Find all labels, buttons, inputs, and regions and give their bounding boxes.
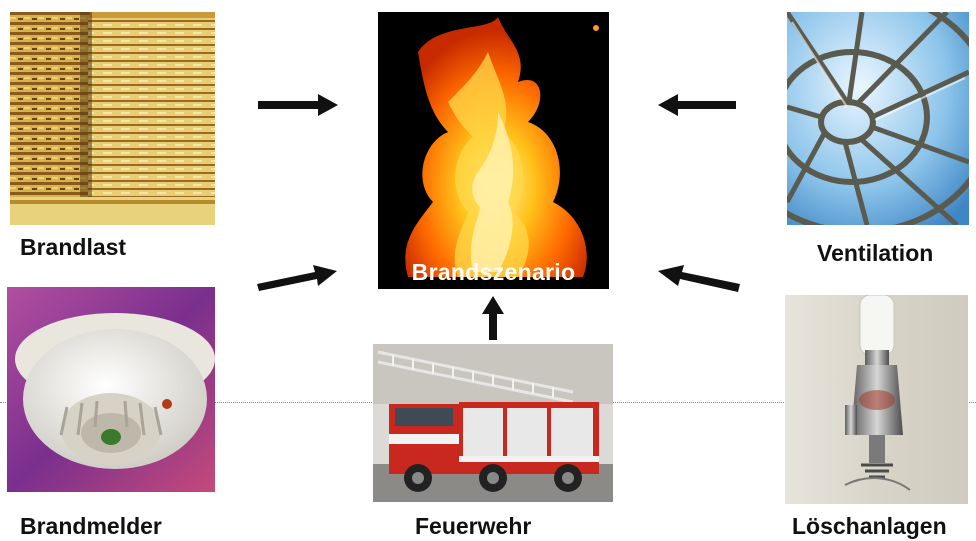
fire-scenario-caption: Brandszenario [411, 259, 576, 285]
fire-load-image [10, 12, 215, 225]
sprinkler-label: Löschanlagen [792, 513, 947, 539]
fire-scenario-image: Brandszenario [378, 12, 609, 289]
fire-brigade-label: Feuerwehr [415, 513, 532, 539]
smoke-detector-label: Brandmelder [20, 513, 162, 539]
arrow-fire-load-to-scenario [258, 94, 338, 116]
ventilation-label: Ventilation [817, 240, 934, 266]
arrow-sprinkler-to-scenario [658, 265, 740, 292]
sprinkler-image [785, 295, 968, 504]
arrow-ventilation-to-scenario [658, 94, 736, 116]
fire-truck-image [373, 344, 613, 502]
arrow-detector-to-scenario [257, 265, 337, 291]
ventilation-image [787, 12, 969, 225]
arrow-fire-brigade-to-scenario [482, 296, 504, 340]
smoke-detector-image [7, 287, 215, 492]
fire-load-label: Brandlast [20, 234, 127, 260]
